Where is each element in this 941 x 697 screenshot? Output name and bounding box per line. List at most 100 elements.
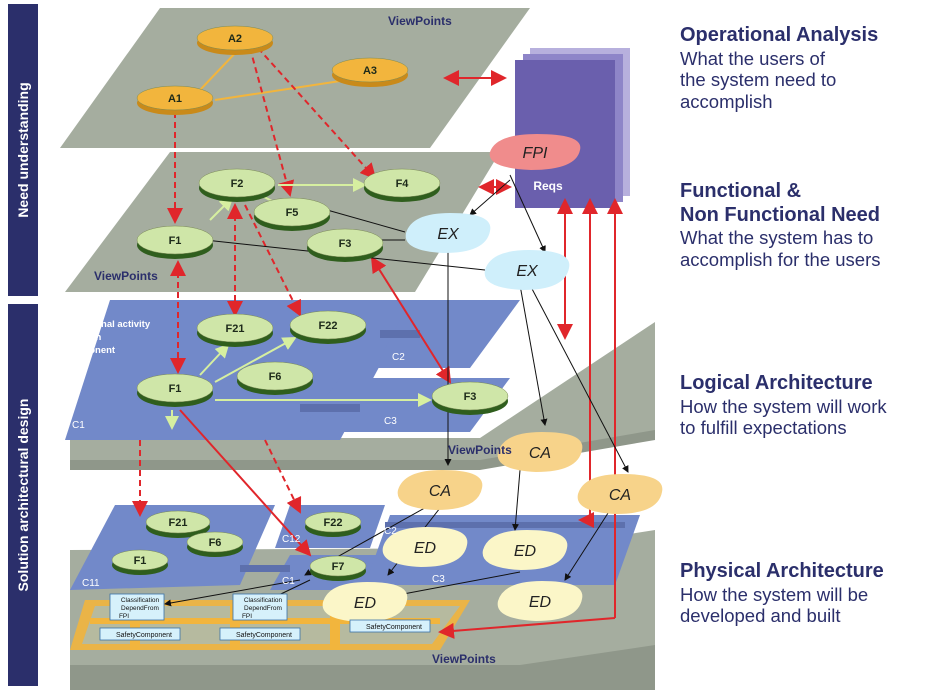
legend-title-0-0: Operational Analysis: [680, 24, 879, 46]
physical-f22: [304, 511, 362, 537]
legend-desc-3-1: developed and built: [680, 605, 841, 627]
viewpoints-label-logical: ViewPoints: [448, 443, 512, 457]
viewpoints-label-functional: ViewPoints: [94, 269, 158, 283]
logical-f22-label: F22: [319, 320, 338, 332]
activity-a3: [331, 57, 409, 87]
ca-blob-1: [497, 432, 583, 472]
ex-blob-1: [405, 213, 491, 253]
legend-title-3-0: Physical Architecture: [680, 560, 884, 582]
physical-f7: [309, 555, 367, 581]
ca-blob-3-label: CA: [609, 487, 631, 504]
ed-blob-3: [322, 582, 408, 622]
safety-component-3: [349, 619, 431, 633]
legend-desc-1-0: What the system has to: [680, 227, 874, 249]
legend-desc-0-0: What the users of: [680, 47, 825, 69]
safety-annotation-2-classification: Classification: [244, 597, 283, 604]
need-f1: [136, 225, 214, 259]
legend-title-2-0: Logical Architecture: [680, 372, 873, 394]
logical-f21: [196, 313, 274, 347]
legend-title-1-0: Functional &: [680, 180, 802, 202]
trace-links: [132, 47, 623, 639]
safety-component-2: [219, 627, 301, 641]
component-c1-logical: C1: [72, 420, 85, 431]
component-c3-physical: C3: [432, 574, 445, 585]
key-line-0: A : Operational activity: [47, 319, 151, 330]
legend-desc-0-1: the system need to: [680, 69, 837, 91]
legend-title-1-1: Non Functional Need: [680, 203, 880, 226]
ex-blob-2: [484, 250, 570, 290]
solution-design-label: Solution architectural design: [15, 398, 31, 592]
key-line-1: F : Function: [47, 332, 102, 343]
physical-f6-label: F6: [209, 537, 222, 549]
logical-f1-label: F1: [169, 383, 182, 395]
need-f4-label: F4: [396, 178, 410, 190]
ed-blob-1: [382, 527, 468, 567]
physical-f1: [111, 549, 169, 575]
activity-a2: [196, 25, 274, 55]
legend-desc-1-1: accomplish for the users: [680, 249, 881, 271]
ed-blob-3-label: ED: [354, 595, 377, 612]
need-f4: [363, 168, 441, 202]
safety-annotation-1-classification: Classification: [121, 597, 160, 604]
need-f1-label: F1: [169, 235, 182, 247]
fpi-blob-label: FPI: [523, 145, 548, 162]
need-understanding-band: Need understanding: [8, 4, 38, 296]
legend-desc-3-0: How the system will be: [680, 583, 869, 605]
ca-blob-3: [577, 474, 663, 514]
component-c1-physical: C1: [282, 576, 295, 587]
safety-component-1: [99, 627, 181, 641]
legend-desc-2-1: to fulfill expectations: [680, 417, 847, 439]
logical-f3-label: F3: [464, 391, 477, 403]
ex-blob-2-label: EX: [516, 263, 539, 280]
ed-blob-2-label: ED: [514, 543, 537, 560]
logical-f1: [136, 373, 214, 407]
safety-component-2-text: SafetyComponent: [236, 632, 292, 639]
legend-desc-2-0: How the system will work: [680, 395, 887, 417]
physical-f21: [145, 510, 211, 538]
ed-blob-4-label: ED: [529, 594, 552, 611]
viewpoints-label-physical: ViewPoints: [432, 652, 496, 666]
ed-blob-4: [497, 581, 583, 621]
need-f3-label: F3: [339, 238, 352, 250]
safety-annotation-2-fpi: FPI: [242, 613, 252, 620]
safety-annotation-2: [232, 593, 288, 621]
need-f3: [306, 228, 384, 262]
logical-f6: [236, 361, 314, 395]
ed-blob-2: [482, 530, 568, 570]
reqs-document-stack: [515, 48, 630, 208]
need-f5-label: F5: [286, 207, 299, 219]
physical-f22-label: F22: [324, 517, 343, 529]
need-understanding-label: Need understanding: [15, 82, 31, 218]
logical-f22: [289, 310, 367, 344]
component-c11: C11: [82, 578, 100, 589]
legend-desc-0-2: accomplish: [680, 91, 773, 113]
reqs-label: Reqs: [533, 179, 563, 193]
activity-a1: [136, 85, 214, 115]
ca-blob-2: [397, 470, 483, 510]
safety-annotation-1: [109, 593, 165, 621]
solution-design-band: Solution architectural design: [8, 304, 38, 686]
ex-blob-1-label: EX: [437, 226, 460, 243]
need-f2-label: F2: [231, 178, 244, 190]
safety-component-1-text: SafetyComponent: [116, 632, 172, 639]
physical-f21-label: F21: [169, 517, 188, 529]
ca-blob-1-label: CA: [529, 445, 551, 462]
physical-f1-label: F1: [134, 555, 147, 567]
logical-f3: [431, 381, 509, 415]
activity-a2-label: A2: [228, 33, 242, 45]
component-c12: C12: [282, 534, 301, 545]
key-line-2: C : Component: [47, 345, 116, 356]
component-c3-logical: C3: [384, 416, 397, 427]
need-f5: [253, 197, 331, 231]
ed-blob-1-label: ED: [414, 540, 437, 557]
component-c2-physical: C2: [384, 526, 397, 537]
physical-f6: [186, 531, 244, 557]
viewpoints-label-operational: ViewPoints: [388, 14, 452, 28]
activity-a1-label: A1: [168, 93, 182, 105]
